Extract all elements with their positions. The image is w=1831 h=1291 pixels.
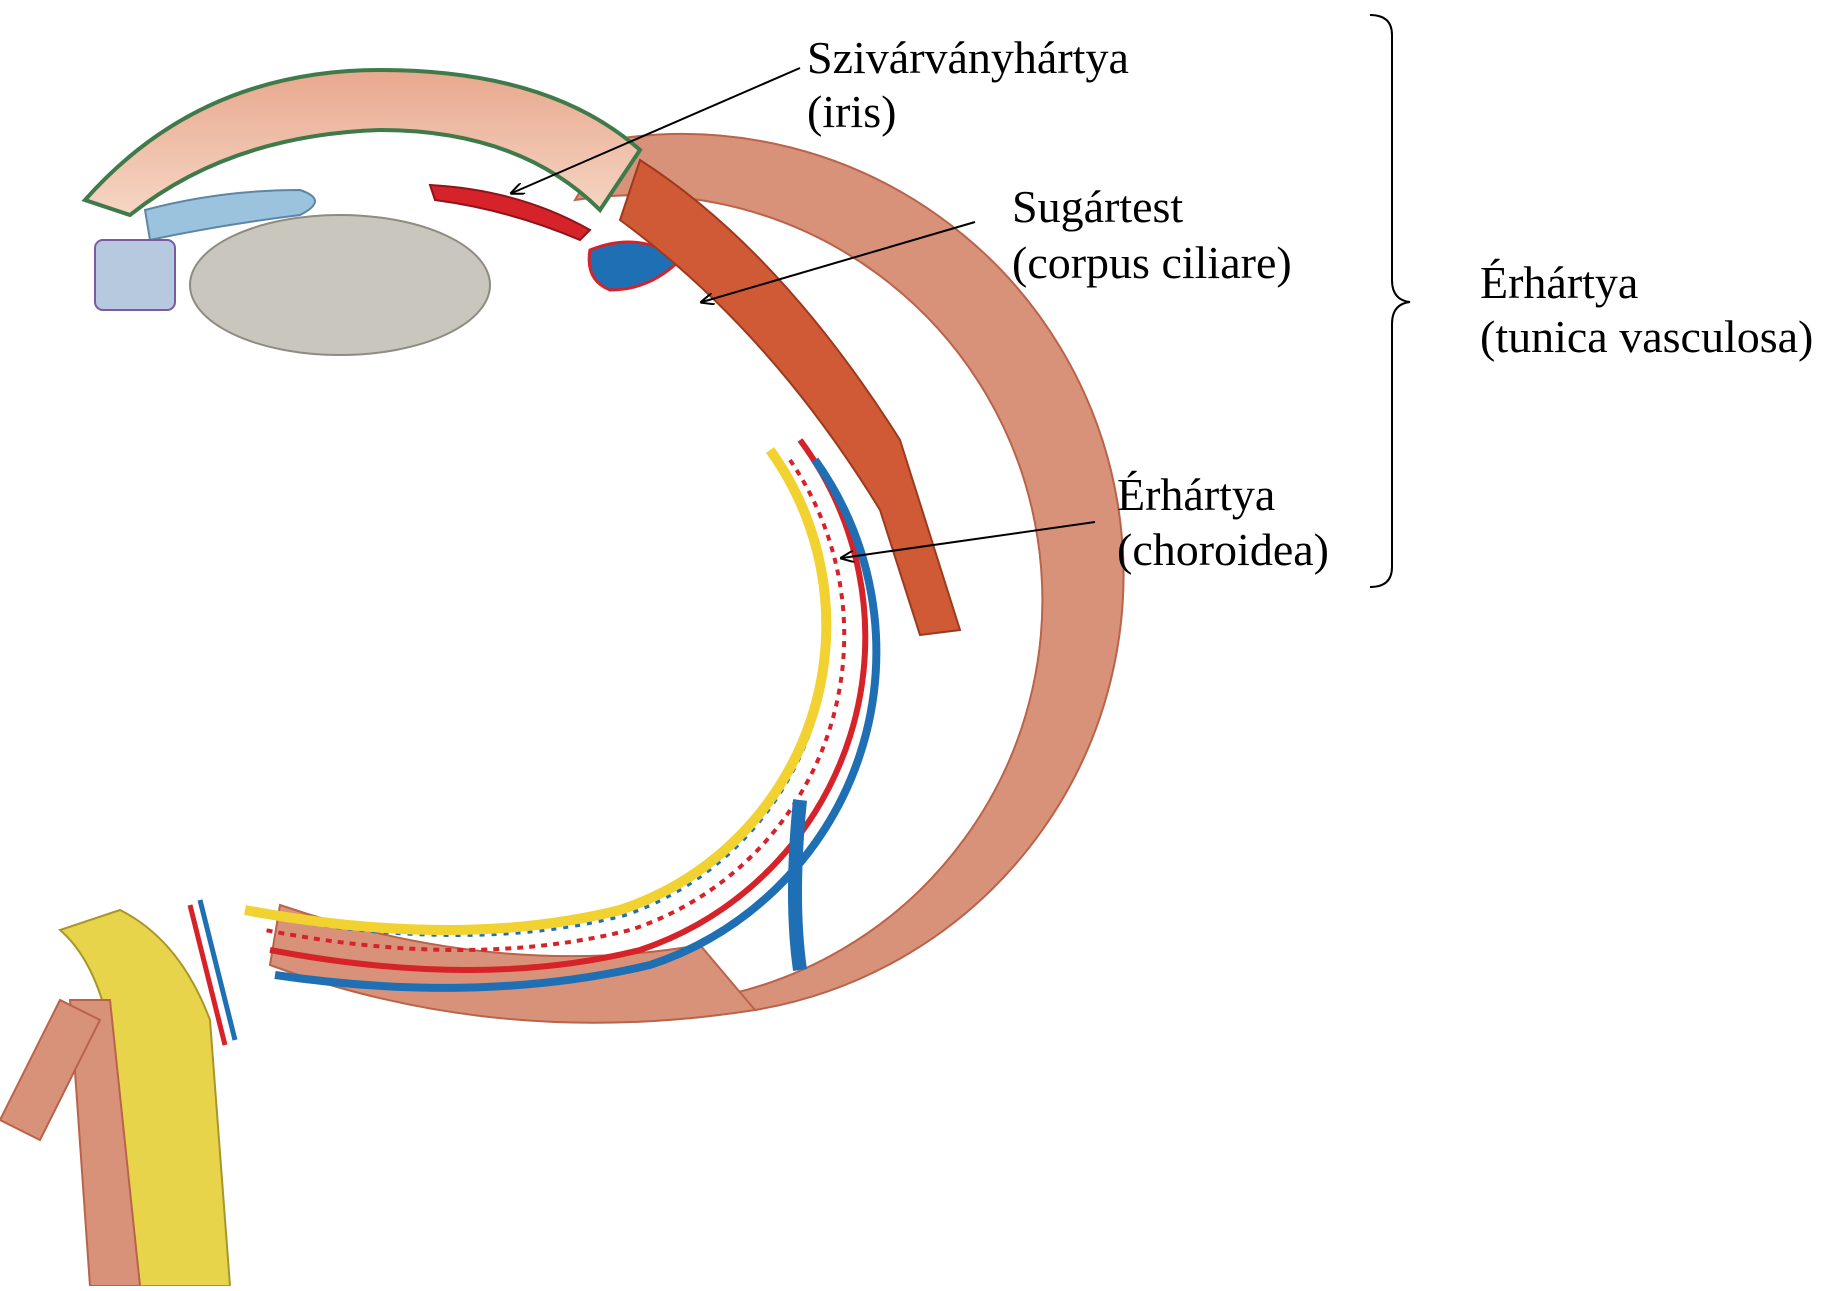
retina-layer bbox=[245, 450, 826, 930]
optic-nerve bbox=[0, 900, 235, 1286]
ciliary-muscle-left bbox=[95, 240, 175, 310]
tunica-label-line1: Érhártya bbox=[1480, 257, 1638, 308]
iris-right bbox=[430, 185, 590, 240]
choroid-label-line2: (choroidea) bbox=[1117, 524, 1329, 575]
cornea bbox=[85, 70, 640, 215]
iris-label-line2: (iris) bbox=[807, 86, 896, 137]
tunica-label-line2: (tunica vasculosa) bbox=[1480, 311, 1813, 362]
vortex-vein bbox=[795, 800, 800, 970]
choroid-label-line1: Érhártya bbox=[1117, 469, 1275, 520]
iris-label-line1: Szivárványhártya bbox=[807, 32, 1129, 83]
lens bbox=[190, 215, 490, 355]
tunica-bracket bbox=[1370, 15, 1410, 587]
choroid-vascular-layer bbox=[260, 440, 876, 988]
ciliary-label-line1: Sugártest bbox=[1012, 181, 1183, 232]
ciliary-label-line2: (corpus ciliare) bbox=[1012, 237, 1292, 288]
